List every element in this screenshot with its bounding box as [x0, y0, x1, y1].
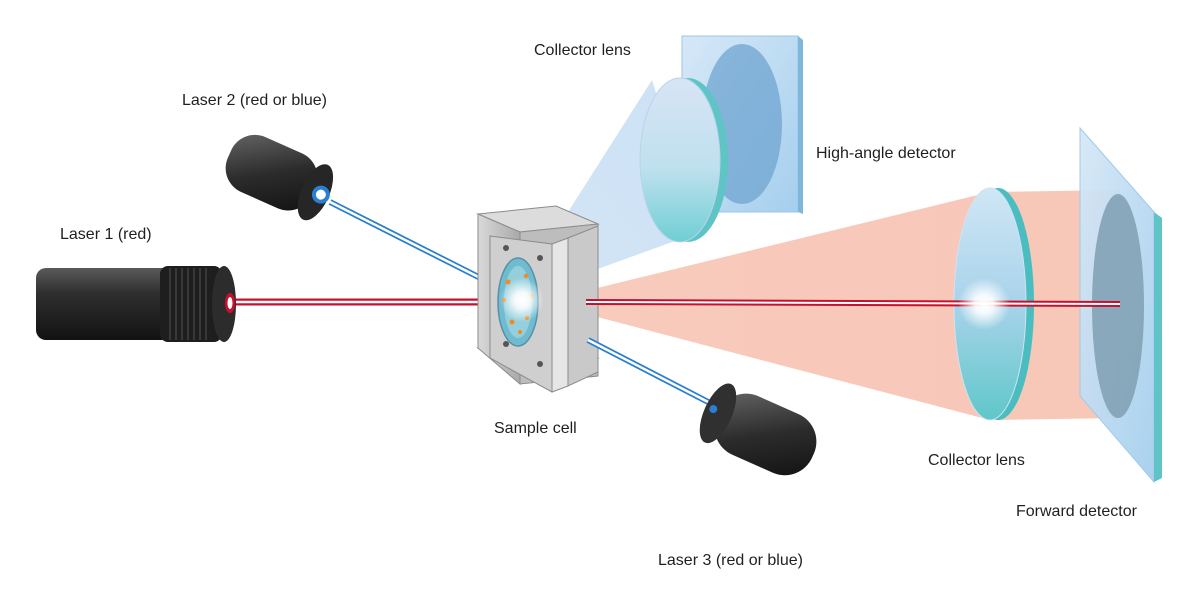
laser3	[699, 383, 817, 476]
collector-lens-right-label: Collector lens	[928, 452, 1025, 469]
laser1	[36, 266, 236, 342]
collector-lens-top-label: Collector lens	[534, 42, 631, 59]
laser2	[225, 134, 334, 221]
sample-flare	[500, 278, 544, 322]
sample-cell-label: Sample cell	[494, 420, 577, 437]
lens-flare	[958, 278, 1010, 330]
laser3-beam	[586, 337, 714, 407]
high-angle-detector-label: High-angle detector	[816, 145, 956, 162]
forward-red-beam	[585, 299, 1121, 307]
collector-lens-top	[639, 77, 728, 243]
laser3-label: Laser 3 (red or blue)	[658, 552, 803, 569]
laser2-label: Laser 2 (red or blue)	[182, 92, 327, 109]
laser1-label: Laser 1 (red)	[60, 226, 152, 243]
forward-detector-label: Forward detector	[1016, 503, 1137, 520]
